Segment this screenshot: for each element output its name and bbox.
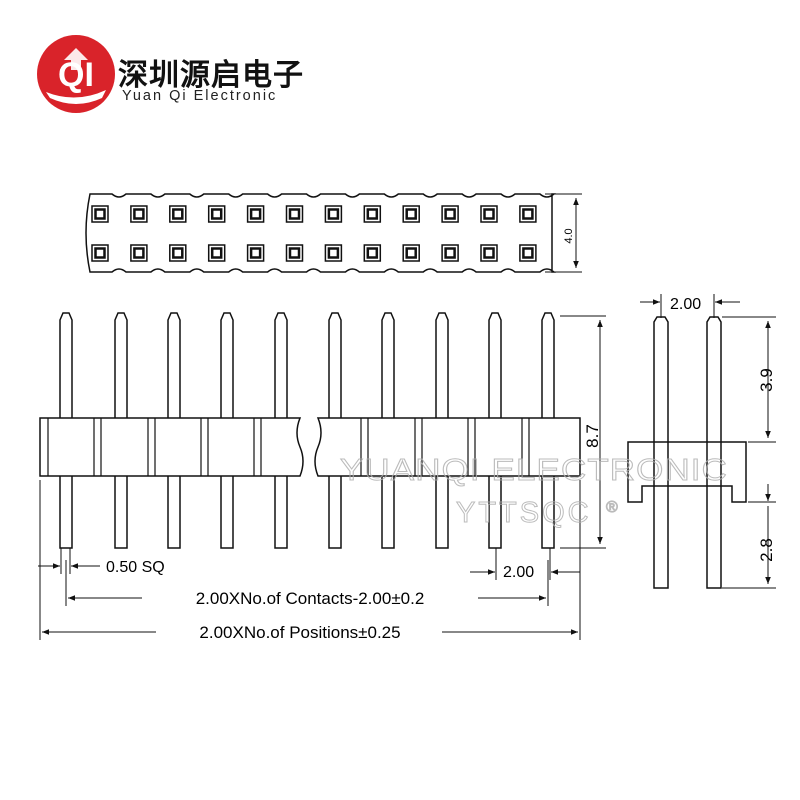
watermark: YUANQI ELECTRONIC YTTSQC ® xyxy=(340,452,728,530)
dim-side-lower xyxy=(722,484,776,589)
top-view-hole xyxy=(91,205,109,223)
top-view-pin xyxy=(366,208,379,220)
top-view-pin xyxy=(522,208,534,220)
dim-overall-height-label: 8.7 xyxy=(583,424,602,448)
logo-arrow-icon xyxy=(64,48,88,70)
dim-overall-height xyxy=(560,315,606,549)
top-view-pin xyxy=(444,208,456,220)
top-view-pin xyxy=(172,247,184,259)
logo-circle xyxy=(37,35,115,113)
dim-side-lower-label: 2.8 xyxy=(757,538,776,562)
top-view-hole xyxy=(207,205,226,223)
dim-side-pitch-label: 2.00 xyxy=(670,296,701,313)
top-view-hole xyxy=(246,244,265,262)
top-view-pin xyxy=(133,208,145,220)
top-view-hole xyxy=(480,244,498,262)
dim-contacts-label: 2.00XNo.of Contacts-2.00±0.2 xyxy=(196,589,425,608)
top-view-hole xyxy=(246,205,265,223)
brand-logo: QI xyxy=(37,35,115,113)
top-view-pin xyxy=(133,247,145,259)
top-view-hole xyxy=(324,244,343,262)
top-view-pin xyxy=(249,247,262,259)
top-view-pin xyxy=(483,247,495,259)
top-view-holes xyxy=(91,205,537,262)
top-view-hole xyxy=(402,205,420,223)
top-view-hole xyxy=(285,205,304,223)
dim-pitch-label: 2.00 xyxy=(503,564,534,581)
top-view-hole xyxy=(441,205,459,223)
top-view-hole xyxy=(324,205,343,223)
front-view xyxy=(39,312,581,549)
dim-contacts xyxy=(65,560,549,606)
front-housing-dividers xyxy=(47,418,530,476)
top-view-pin xyxy=(405,208,417,220)
top-view-hole xyxy=(519,205,537,223)
top-view-pin xyxy=(327,208,340,220)
brand-name-cn: 深圳源启电子 xyxy=(118,58,304,93)
top-view-hole xyxy=(169,244,187,262)
top-view-hole xyxy=(207,244,226,262)
watermark-mark: ® xyxy=(606,499,618,516)
dim-side-upper-label: 3.9 xyxy=(757,368,776,392)
top-view-pin xyxy=(288,247,301,259)
top-view xyxy=(85,193,556,273)
top-view-pin xyxy=(483,208,495,220)
top-view-hole xyxy=(130,244,148,262)
top-view-hole xyxy=(363,244,382,262)
dim-pin-size-label: 0.50 SQ xyxy=(106,559,165,576)
top-view-pin xyxy=(94,247,106,259)
top-view-hole xyxy=(480,205,498,223)
side-housing xyxy=(627,441,747,503)
dim-top-height xyxy=(545,193,582,273)
top-view-pin xyxy=(94,208,106,220)
top-view-pin xyxy=(210,247,223,259)
top-view-pin xyxy=(444,247,456,259)
top-view-housing xyxy=(85,193,556,273)
dim-pin-size xyxy=(38,548,100,574)
top-view-hole xyxy=(441,244,459,262)
top-view-pin xyxy=(210,208,223,220)
dim-pitch xyxy=(470,548,580,580)
front-housing-left xyxy=(39,417,304,477)
top-view-pin xyxy=(366,247,379,259)
dim-side-pitch xyxy=(640,294,740,318)
dim-top-height-label: 4.0 xyxy=(563,228,575,243)
top-view-pin xyxy=(405,247,417,259)
dim-positions-label: 2.00XNo.of Positions±0.25 xyxy=(199,623,400,642)
top-view-pin xyxy=(327,247,340,259)
brand-name-en: Yuan Qi Electronic xyxy=(122,88,278,104)
top-view-hole xyxy=(130,205,148,223)
dim-positions xyxy=(39,480,581,640)
top-view-hole xyxy=(169,205,187,223)
top-view-pin xyxy=(172,208,184,220)
watermark-line2: YTTSQC xyxy=(456,497,592,529)
side-view xyxy=(627,316,747,589)
top-view-hole xyxy=(363,205,382,223)
top-view-hole xyxy=(91,244,109,262)
watermark-line1: YUANQI ELECTRONIC xyxy=(340,452,728,487)
logo-swoosh xyxy=(46,90,106,104)
front-housing-right xyxy=(314,417,581,477)
top-view-hole xyxy=(285,244,304,262)
top-view-pin xyxy=(522,247,534,259)
top-view-pin xyxy=(288,208,301,220)
top-view-hole xyxy=(402,244,420,262)
top-view-pin xyxy=(249,208,262,220)
top-view-hole xyxy=(519,244,537,262)
dim-side-upper xyxy=(722,316,776,443)
